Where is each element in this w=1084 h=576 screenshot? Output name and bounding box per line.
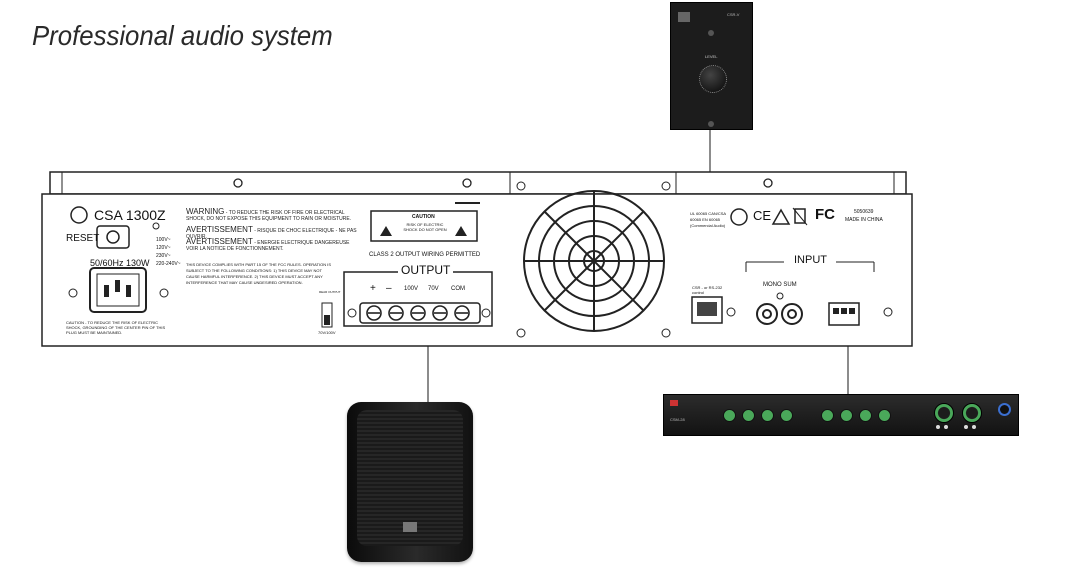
screw-icon <box>661 181 671 191</box>
screw-icon <box>763 178 773 188</box>
serial-number: 5050639 <box>854 209 874 215</box>
model-label: CSA 1300Z <box>94 207 166 223</box>
page-title: Professional audio system <box>32 20 333 51</box>
csa-mark-icon <box>730 208 748 226</box>
caution-heading: CAUTION <box>412 214 435 220</box>
avertissement-text: - ENERGIE ELECTRIQUE DANGEREUSE VOIR LA … <box>186 240 350 252</box>
switch-top-label: REAR OUTPUT <box>319 290 341 294</box>
warning-block: WARNING - TO REDUCE THE RISK OF FIRE OR … <box>186 207 358 223</box>
input-knob[interactable] <box>780 409 793 422</box>
class-2-icon <box>771 208 791 225</box>
power-inlet <box>89 267 147 313</box>
power-rating: 50/60Hz 130W <box>90 258 150 268</box>
ce-mark: CE <box>753 208 772 223</box>
mixer-label: CSM-28 <box>670 417 685 422</box>
voltage-option: 100V~ <box>156 237 171 243</box>
input-label: INPUT <box>794 254 827 266</box>
jbl-logo-icon <box>670 400 678 406</box>
rj45-port <box>691 296 723 324</box>
input-knob[interactable] <box>742 409 755 422</box>
led-indicator <box>964 425 968 429</box>
voltage-option: 230V~ <box>156 253 171 259</box>
class2-text: CLASS 2 OUTPUT WIRING PERMITTED <box>369 252 481 258</box>
fcc-text: THIS DEVICE COMPLIES WITH PART 15 OF THE… <box>186 262 331 285</box>
switch-label: 70V/100V <box>318 330 336 335</box>
output-terminal-label: + <box>370 283 376 294</box>
screw-icon <box>883 307 893 317</box>
level-label: LEVEL <box>705 54 718 59</box>
screw-icon <box>481 308 491 318</box>
fc-mark: FC <box>815 206 835 223</box>
master-knob[interactable] <box>962 403 982 423</box>
input-knob[interactable] <box>840 409 853 422</box>
output-terminal-screws <box>366 305 470 321</box>
jbl-logo-icon <box>678 12 690 22</box>
output-terminal-label: 100V <box>404 286 419 292</box>
screw-icon <box>661 328 671 338</box>
ground-caution: CAUTION - TO REDUCE THE RISK OF ELECTRIC… <box>66 320 166 335</box>
wire-mixer <box>847 330 849 396</box>
caution-text: RISK OF ELECTRIC SHOCK DO NOT OPEN <box>403 222 447 232</box>
screw-icon <box>708 121 714 127</box>
screw-icon <box>462 178 472 188</box>
warning-text: - TO REDUCE THE RISK OF FIRE OR ELECTRIC… <box>186 210 352 222</box>
level-knob[interactable] <box>699 65 727 93</box>
headphone-jack[interactable] <box>998 403 1011 416</box>
mono-sum-label: MONO SUM <box>763 282 797 288</box>
screw-icon <box>516 181 526 191</box>
voltage-option: 220-240V~ <box>156 261 181 267</box>
input-knob[interactable] <box>821 409 834 422</box>
ul-text: UL 60065 CAN/CSA 60065 EN 60065 (Commerc… <box>690 211 726 228</box>
led-indicator <box>936 425 940 429</box>
avertissement-block-2: AVERTISSEMENT - ENERGIE ELECTRIQUE DANGE… <box>186 237 358 253</box>
reset-label: RESET <box>66 233 100 244</box>
fan-grille <box>523 190 665 332</box>
avertissement-block-1: AVERTISSEMENT - RISQUE DE CHOC ELECTRIQU… <box>186 225 358 241</box>
screw-icon <box>233 178 243 188</box>
wall-controller: CSR-V LEVEL <box>670 2 753 130</box>
master-knob[interactable] <box>934 403 954 423</box>
speaker <box>347 402 473 562</box>
output-label: OUTPUT <box>398 263 454 277</box>
input-knob[interactable] <box>859 409 872 422</box>
rs-label: CSR - or RS-232 control <box>692 285 723 295</box>
avertissement-heading: AVERTISSEMENT <box>186 225 253 234</box>
jbl-logo-icon <box>403 522 417 532</box>
input-knob[interactable] <box>878 409 891 422</box>
weee-icon <box>794 208 806 224</box>
avertissement-text: - RISQUE DE CHOC ELECTRIQUE - NE PAS OUV… <box>186 228 357 240</box>
screw-icon <box>516 328 526 338</box>
screw-icon <box>68 288 78 298</box>
screw-icon <box>726 307 736 317</box>
screw-icon <box>708 30 714 36</box>
made-in-label: MADE IN CHINA <box>845 217 883 223</box>
mixer: CSM-28 <box>663 394 1019 436</box>
screw-icon <box>159 288 169 298</box>
input-knob[interactable] <box>723 409 736 422</box>
voltage-option: 120V~ <box>156 245 171 251</box>
output-terminal-label: 70V <box>428 286 439 292</box>
rca-inputs <box>756 303 803 325</box>
output-terminal-label: COM <box>451 286 465 292</box>
wire-speaker <box>427 330 429 405</box>
led-indicator <box>972 425 976 429</box>
led-indicator <box>944 425 948 429</box>
wall-controller-top-label: CSR-V <box>727 12 740 17</box>
avertissement-heading: AVERTISSEMENT <box>186 237 253 246</box>
warning-heading: WARNING <box>186 207 225 216</box>
reset-button <box>96 225 130 249</box>
output-terminal-label: – <box>386 283 392 294</box>
input-knob[interactable] <box>761 409 774 422</box>
screw-icon <box>347 308 357 318</box>
phoenix-input <box>828 302 860 326</box>
